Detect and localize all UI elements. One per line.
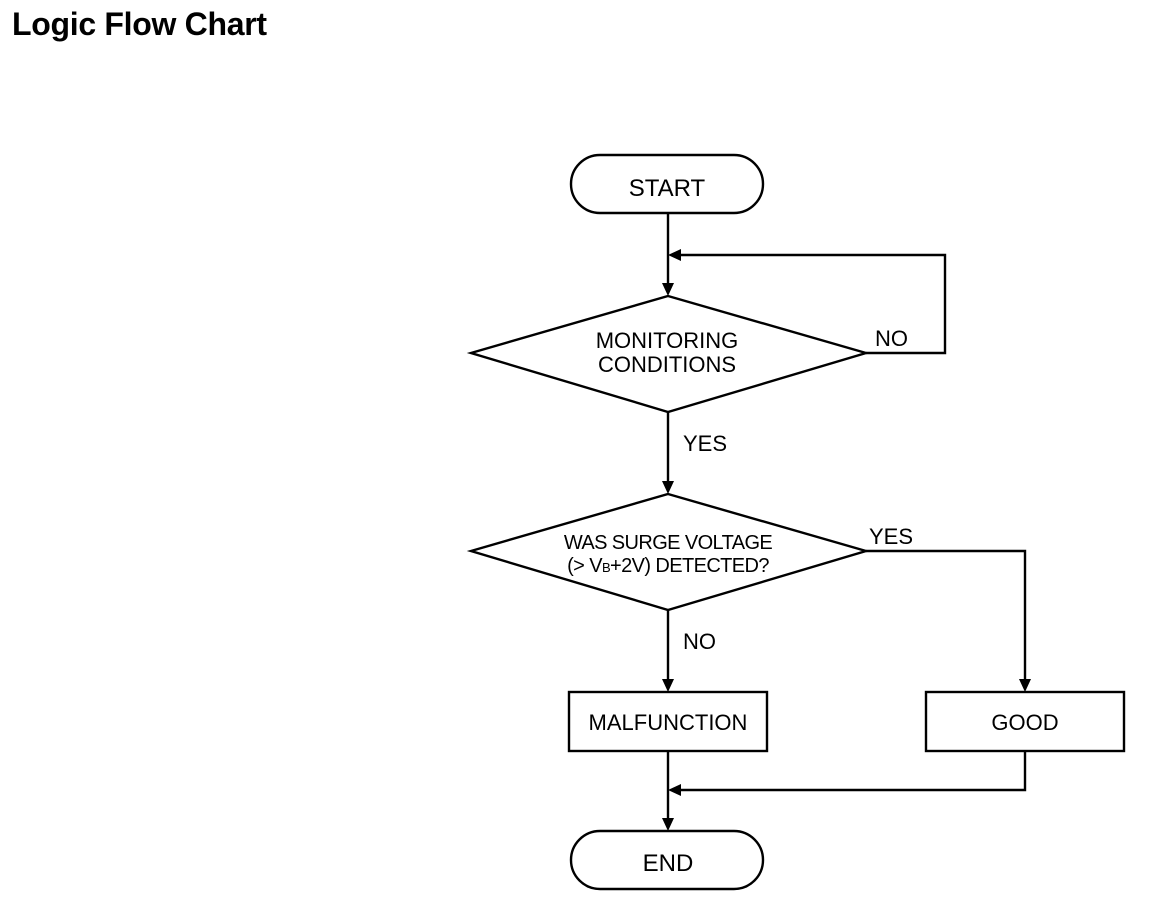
monitoring-yes-label: YES bbox=[683, 431, 727, 456]
end-entry-arrow bbox=[662, 818, 674, 831]
surge-yes-label: YES bbox=[869, 524, 913, 549]
malfunction-label: MALFUNCTION bbox=[589, 710, 748, 735]
loop-arrowhead bbox=[668, 249, 681, 261]
surge-label-prefix: (> V bbox=[567, 555, 603, 577]
surge-label-line2: (> VB+2V) DETECTED? bbox=[567, 555, 769, 577]
surge-yes-line bbox=[866, 549, 1027, 680]
good-merge-line bbox=[680, 751, 1027, 792]
monitoring-label-line1: MONITORING bbox=[596, 328, 739, 353]
page-title: Logic Flow Chart bbox=[12, 6, 267, 42]
start-label: START bbox=[629, 175, 706, 202]
surge-label-subscript: B bbox=[602, 560, 610, 575]
monitoring-entry-arrow bbox=[662, 283, 674, 296]
good-label: GOOD bbox=[991, 710, 1058, 735]
monitoring-label-line2: CONDITIONS bbox=[598, 352, 736, 377]
surge-label-suffix: +2V) DETECTED? bbox=[610, 555, 769, 577]
good-box bbox=[924, 690, 1126, 753]
surge-no-label: NO bbox=[683, 629, 716, 654]
end-label: END bbox=[643, 850, 694, 877]
monitoring-no-loop-line bbox=[680, 253, 947, 355]
malfunction-entry-arrow bbox=[662, 679, 674, 692]
monitoring-no-label: NO bbox=[875, 326, 908, 351]
merge-arrowhead bbox=[668, 784, 681, 796]
good-entry-arrow bbox=[1019, 679, 1031, 692]
surge-label-line1: WAS SURGE VOLTAGE bbox=[564, 532, 773, 554]
surge-entry-arrow bbox=[662, 481, 674, 494]
end-terminal bbox=[569, 829, 765, 891]
